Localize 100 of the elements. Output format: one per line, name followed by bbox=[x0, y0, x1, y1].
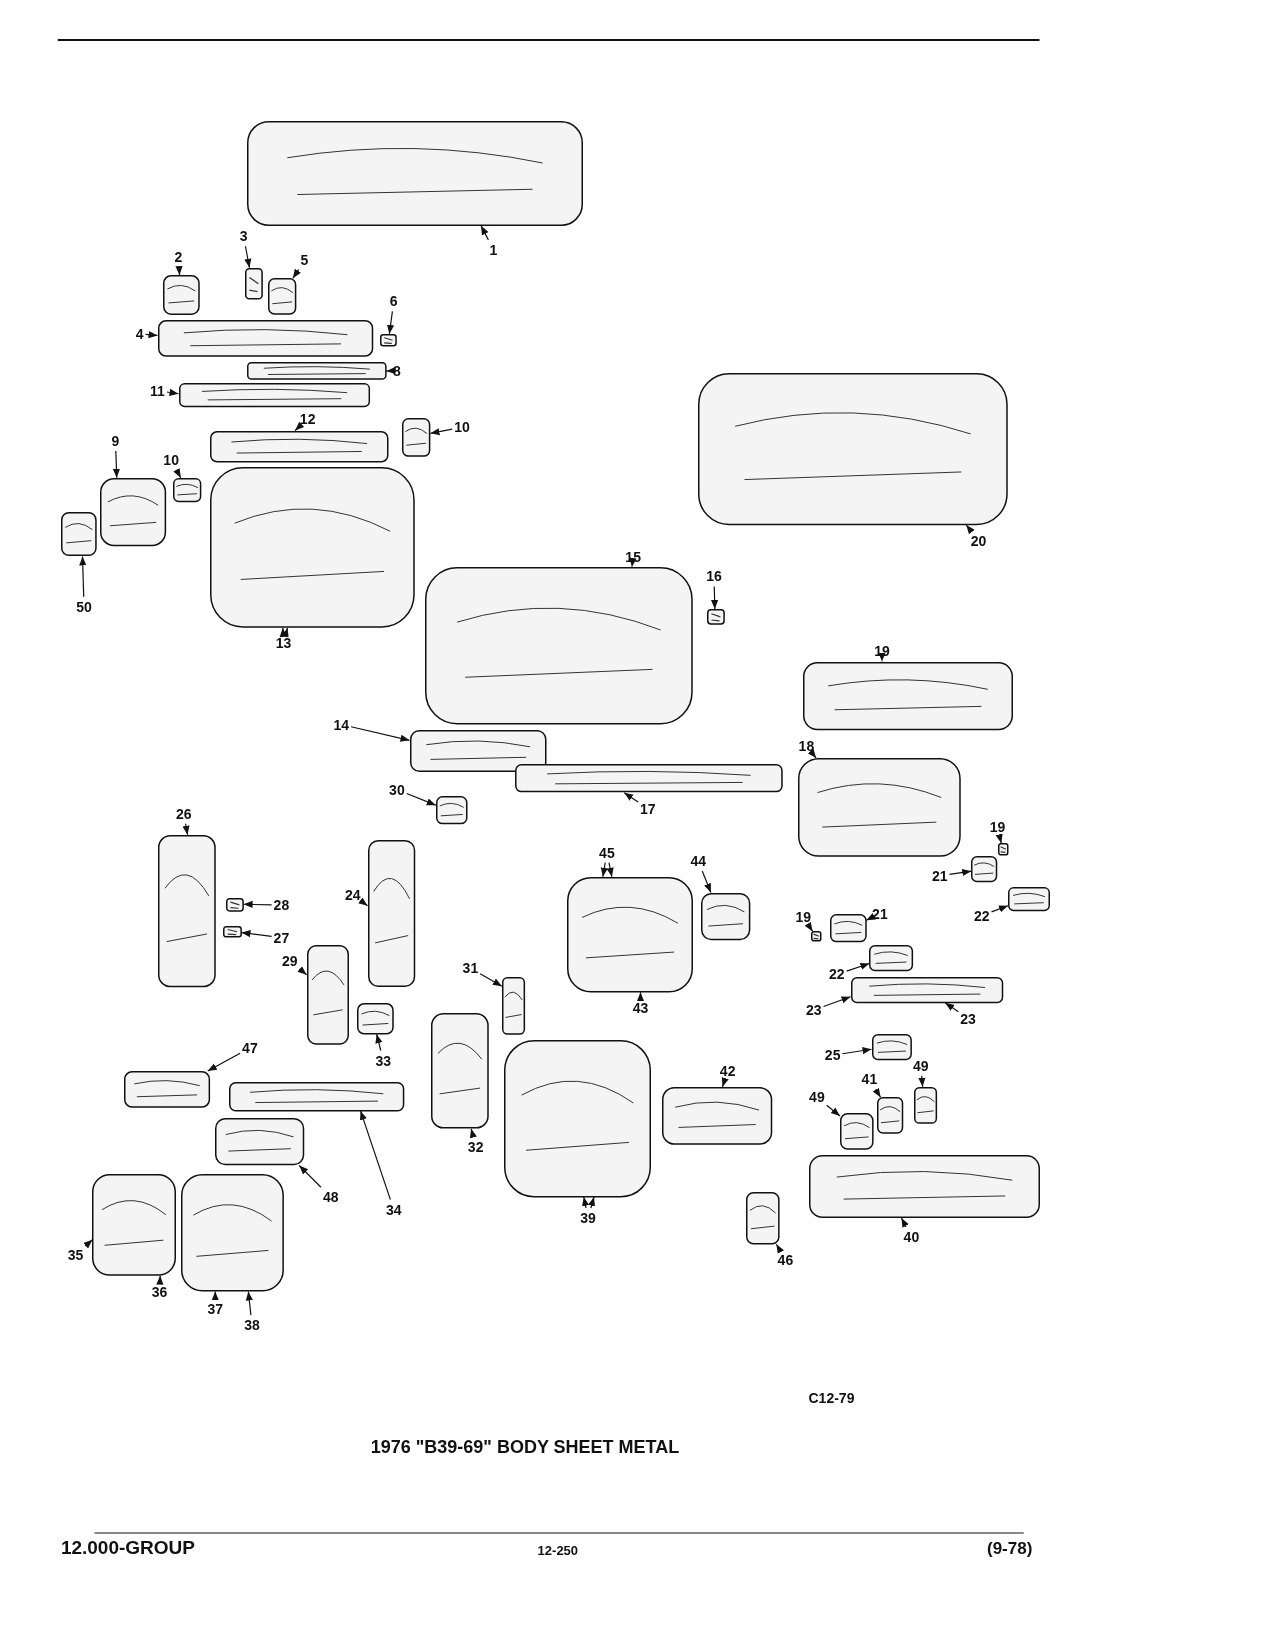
part-drawing bbox=[871, 1034, 912, 1061]
part-drawing bbox=[123, 1071, 210, 1108]
callout-number: 22 bbox=[973, 907, 990, 924]
leader-line bbox=[636, 991, 645, 1002]
callout-number: 19 bbox=[989, 819, 1006, 836]
leader-line bbox=[244, 245, 252, 269]
callout-number: 43 bbox=[632, 1000, 649, 1016]
leader-line bbox=[944, 1002, 959, 1013]
part-drawing bbox=[997, 843, 1008, 856]
leader-line bbox=[358, 897, 369, 907]
part-drawing bbox=[173, 477, 202, 502]
callout-number: 19 bbox=[874, 643, 890, 659]
callout-number: 20 bbox=[970, 532, 987, 549]
callout-number: 29 bbox=[282, 952, 298, 969]
callout-number: 45 bbox=[599, 844, 615, 861]
part-drawing bbox=[803, 661, 1014, 730]
callout-number: 30 bbox=[389, 781, 405, 798]
callout-number: 38 bbox=[244, 1317, 260, 1334]
part-drawing bbox=[210, 430, 389, 462]
callout-number: 10 bbox=[163, 451, 179, 468]
part-drawing bbox=[267, 278, 297, 315]
leader-line bbox=[995, 833, 1003, 844]
leader-line bbox=[375, 1033, 383, 1052]
part-drawing bbox=[706, 609, 725, 625]
leader-line bbox=[173, 468, 182, 479]
callout-number: 33 bbox=[375, 1052, 392, 1069]
callout-number: 35 bbox=[67, 1246, 84, 1263]
callout-number: 48 bbox=[322, 1189, 339, 1205]
callout-number: 23 bbox=[805, 1002, 822, 1019]
part-drawing bbox=[840, 1113, 874, 1150]
leader-line bbox=[480, 225, 489, 241]
leader-line bbox=[245, 1290, 253, 1316]
part-drawing bbox=[60, 512, 97, 557]
leader-line bbox=[79, 555, 87, 598]
callout-number: 23 bbox=[960, 1010, 976, 1027]
part-drawing bbox=[157, 834, 216, 987]
leader-line bbox=[804, 921, 814, 932]
leader-line bbox=[623, 792, 639, 803]
callout-number: 4 bbox=[135, 325, 144, 342]
part-drawing bbox=[222, 926, 242, 938]
group-number: 12.000-GROUP bbox=[60, 1537, 195, 1560]
part-drawing bbox=[180, 1173, 284, 1292]
title: 1976 "B39-69" BODY SHEET METAL bbox=[370, 1436, 680, 1458]
part-drawing bbox=[913, 1086, 937, 1124]
part-drawing bbox=[829, 913, 867, 942]
callout-number: 42 bbox=[719, 1063, 736, 1079]
leader-line bbox=[387, 310, 395, 335]
leader-line bbox=[582, 1196, 590, 1209]
part-drawing bbox=[409, 729, 546, 772]
leader-line bbox=[182, 823, 190, 836]
leader-line bbox=[479, 973, 503, 987]
callout-number: 40 bbox=[903, 1228, 920, 1245]
leader-line bbox=[156, 1275, 164, 1285]
leader-line bbox=[350, 726, 411, 742]
part-drawing bbox=[810, 931, 822, 942]
leader-line bbox=[841, 1047, 873, 1055]
part-drawing bbox=[798, 758, 961, 857]
callout-number: 2 bbox=[174, 249, 183, 266]
callout-number: 47 bbox=[242, 1039, 258, 1056]
leader-line bbox=[948, 868, 972, 877]
leader-line bbox=[297, 966, 308, 976]
callout-number: 24 bbox=[345, 886, 361, 903]
part-drawing bbox=[514, 764, 783, 793]
part-drawing bbox=[357, 1002, 394, 1035]
part-drawing bbox=[745, 1191, 780, 1245]
callout-number: 32 bbox=[467, 1138, 484, 1155]
leader-line bbox=[711, 585, 719, 610]
callout-number: 14 bbox=[333, 716, 350, 733]
callout-number: 22 bbox=[829, 966, 845, 983]
leader-line bbox=[294, 421, 305, 432]
part-drawing bbox=[869, 945, 914, 972]
leader-line bbox=[629, 557, 637, 568]
part-drawing bbox=[850, 976, 1003, 1003]
leader-line bbox=[359, 1110, 391, 1201]
leader-line bbox=[775, 1243, 784, 1254]
callout-number: 13 bbox=[275, 634, 292, 651]
part-drawing bbox=[808, 1155, 1040, 1218]
leader-line bbox=[606, 862, 614, 878]
leader-line bbox=[112, 450, 120, 479]
leader-line bbox=[211, 1290, 219, 1301]
callout-number: 9 bbox=[111, 433, 120, 449]
callout-number: 39 bbox=[580, 1210, 596, 1226]
part-drawing bbox=[225, 897, 244, 912]
leader-line bbox=[865, 913, 876, 921]
callout-number: 17 bbox=[640, 800, 656, 817]
callout-number: 21 bbox=[931, 867, 948, 884]
part-drawing bbox=[244, 267, 263, 300]
callout-number: 25 bbox=[824, 1047, 841, 1064]
leader-line bbox=[406, 792, 437, 806]
leader-line bbox=[701, 870, 712, 894]
callout-number: 49 bbox=[809, 1089, 825, 1106]
callout-number: 3 bbox=[239, 228, 248, 245]
leader-line bbox=[429, 428, 453, 436]
part-drawing bbox=[178, 383, 370, 408]
part-drawing bbox=[504, 1039, 651, 1197]
leader-line bbox=[872, 1087, 882, 1098]
part-drawing bbox=[701, 892, 751, 940]
part-drawing bbox=[367, 840, 415, 987]
callout-number: 41 bbox=[861, 1071, 878, 1088]
part-drawing bbox=[698, 372, 1008, 525]
